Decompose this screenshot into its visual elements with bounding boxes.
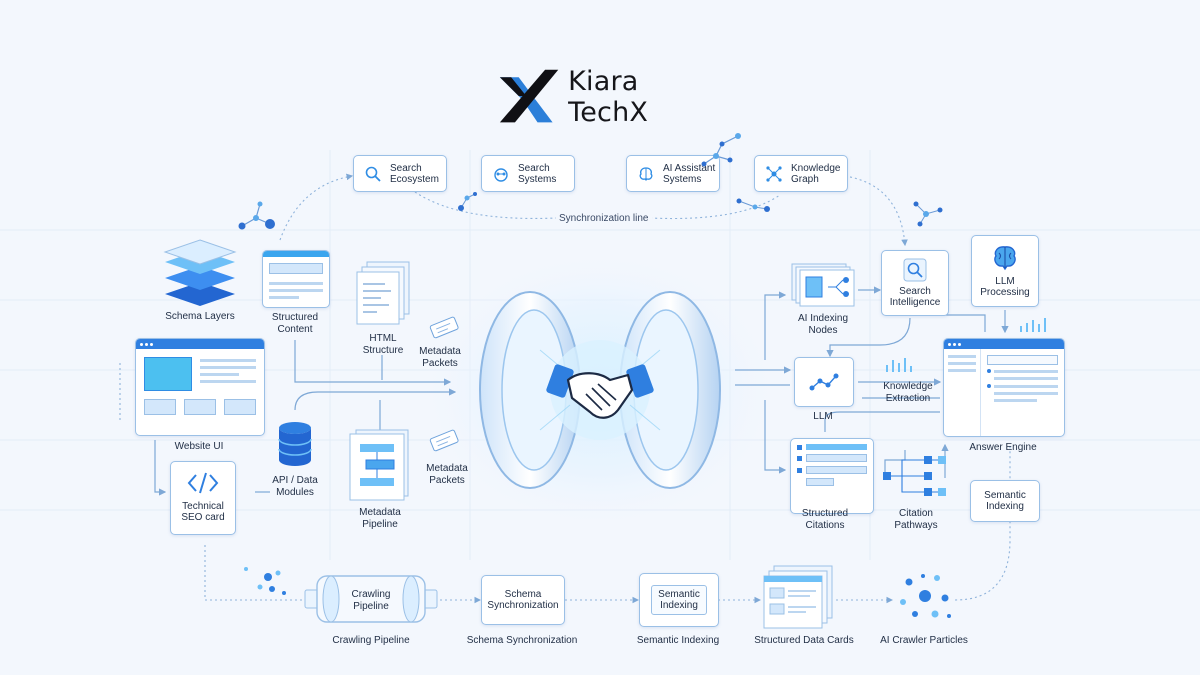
brand-name: Kiara TechX	[568, 66, 649, 128]
ai-indexing-nodes-icon	[791, 263, 855, 307]
brain-icon	[639, 166, 653, 181]
brand-logo: Kiara TechX	[498, 66, 718, 128]
schema-synchronization-card[interactable]: Schema Synchronization	[481, 575, 565, 625]
brain-icon	[994, 246, 1016, 271]
label-search-intelligence: Search Intelligence	[889, 286, 941, 308]
label-llm: LLM	[813, 411, 833, 422]
molecule-icon	[913, 201, 943, 227]
molecule-icon	[701, 133, 741, 167]
network-cloud-icon	[494, 167, 508, 182]
semantic-indexing-box-label: Semantic Indexing	[658, 589, 700, 611]
label-api-modules: API / Data Modules	[272, 475, 318, 498]
caption-ai-crawler-particles: AI Crawler Particles	[880, 635, 968, 646]
structured-citations-card[interactable]	[790, 438, 874, 514]
search-intelligence-card[interactable]: Search Intelligence	[881, 250, 949, 316]
molecule-icon	[736, 198, 770, 212]
structured-content-card[interactable]	[262, 250, 330, 308]
kiara-logo-icon	[499, 69, 559, 123]
caption-crawling-pipeline: Crawling Pipeline	[332, 635, 410, 646]
label-technical-seo: Technical SEO card	[181, 501, 225, 523]
node-label: Search Ecosystem	[390, 162, 439, 185]
label-metadata-packets-1: Metadata Packets	[419, 346, 461, 369]
metadata-packet-icon	[429, 429, 459, 452]
ai-crawler-particles-icon	[900, 574, 951, 618]
label-metadata-packets-2: Metadata Packets	[426, 463, 468, 486]
schema-layers-icon	[163, 239, 237, 306]
llm-processing-card[interactable]: LLM Processing	[971, 235, 1039, 307]
magnifier-icon	[365, 166, 381, 182]
node-label: AI Assistant Systems	[663, 162, 716, 185]
semantic-indexing-bottom-card[interactable]: Semantic Indexing	[639, 573, 719, 627]
answer-engine-window[interactable]	[943, 338, 1065, 437]
molecule-icon	[458, 192, 477, 211]
website-ui-window[interactable]	[135, 338, 265, 436]
label-website-ui: Website UI	[174, 441, 224, 452]
portal-handshake-graphic	[479, 291, 721, 489]
label-knowledge-extraction: Knowledge Extraction	[883, 381, 933, 404]
node-search-ecosystem[interactable]: Search Ecosystem	[353, 155, 447, 192]
metadata-pipeline-icon	[349, 429, 409, 501]
signal-bars-icon	[886, 358, 912, 372]
caption-semantic-indexing: Semantic Indexing	[636, 635, 720, 646]
schema-sync-box-label: Schema Synchronization	[487, 589, 559, 611]
node-search-systems[interactable]: Search Systems	[481, 155, 575, 192]
label-answer-engine: Answer Engine	[969, 442, 1037, 453]
label-ai-indexing-nodes: AI Indexing Nodes	[797, 313, 849, 336]
label-metadata-pipeline: Metadata Pipeline	[359, 507, 401, 530]
graph-icon	[766, 165, 782, 182]
crawling-pipeline-box-label: Crawling Pipeline	[351, 589, 391, 612]
sync-line-label: Synchronization line	[556, 213, 652, 224]
label-schema-layers: Schema Layers	[165, 311, 235, 322]
structured-data-cards-icon	[763, 565, 833, 629]
label-structured-content: Structured Content	[271, 312, 319, 335]
label-structured-citations: Structured Citations	[801, 508, 849, 531]
node-ai-assistant-systems[interactable]: AI Assistant Systems	[626, 155, 720, 192]
caption-schema-synchronization: Schema Synchronization	[466, 635, 578, 646]
code-icon	[187, 472, 219, 494]
node-knowledge-graph[interactable]: Knowledge Graph	[754, 155, 848, 192]
signal-bars-icon	[1020, 318, 1046, 332]
neural-line-icon	[809, 373, 839, 391]
semantic-indexing-card[interactable]: Semantic Indexing	[970, 480, 1040, 522]
molecule-icon	[238, 201, 275, 230]
metadata-packet-icon	[429, 316, 459, 339]
label-llm-processing: LLM Processing	[980, 276, 1030, 298]
label-html-structure: HTML Structure	[362, 333, 404, 356]
label-citation-pathways: Citation Pathways	[894, 508, 938, 531]
particles-icon	[244, 567, 286, 595]
node-label: Search Systems	[518, 162, 557, 185]
node-label: Knowledge Graph	[791, 162, 841, 185]
llm-card[interactable]	[794, 357, 854, 407]
caption-structured-data-cards: Structured Data Cards	[754, 635, 854, 646]
crawling-pipeline-icon	[304, 575, 438, 623]
technical-seo-card[interactable]: Technical SEO card	[170, 461, 236, 535]
citation-pathways-icon	[883, 456, 946, 496]
html-document-icon	[356, 261, 410, 325]
magnifier-icon	[903, 258, 927, 282]
label-semantic-indexing-card: Semantic Indexing	[984, 490, 1026, 512]
database-icon	[278, 422, 312, 466]
